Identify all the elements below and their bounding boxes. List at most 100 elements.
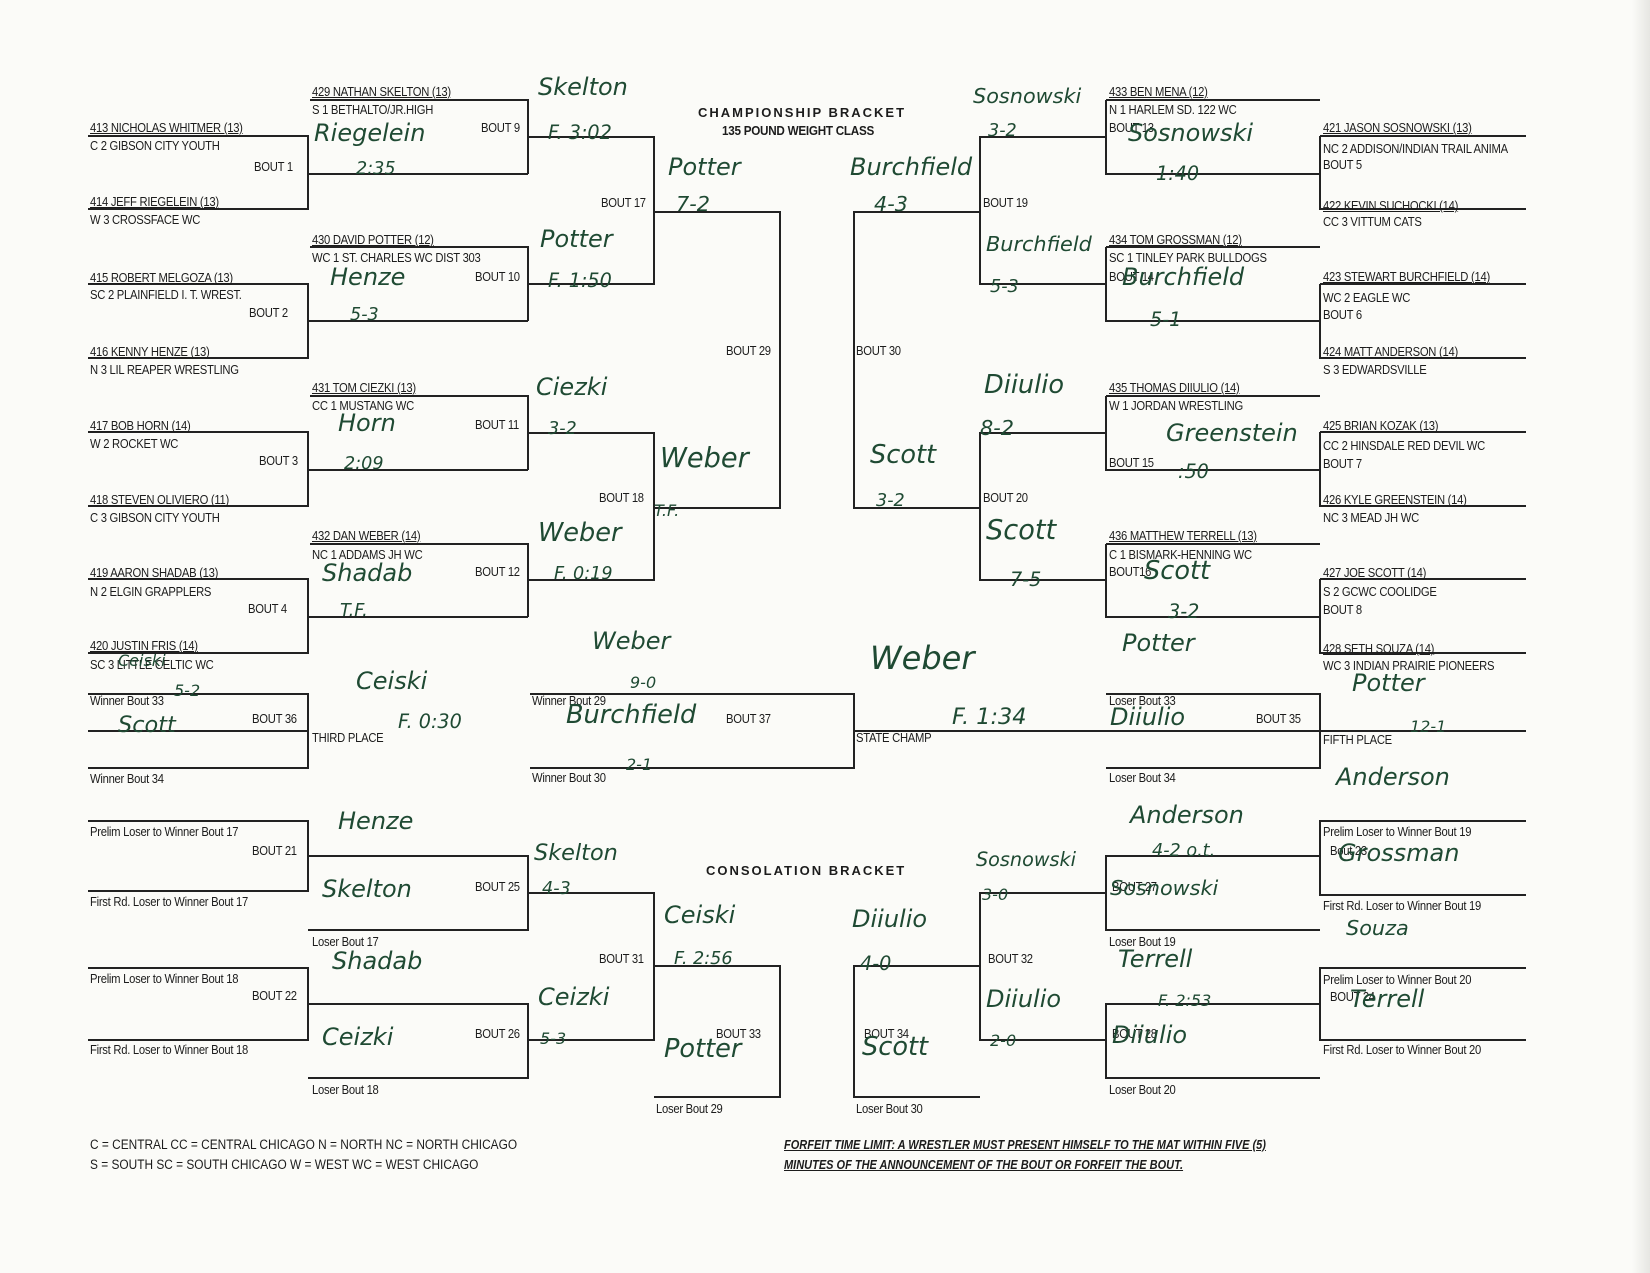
printed-label: 420 JUSTIN FRIS (14) xyxy=(90,639,198,653)
handwritten-entry: 4-3 xyxy=(874,191,908,216)
handwritten-entry: F. 0:19 xyxy=(554,564,613,585)
printed-label: Loser Bout 19 xyxy=(1109,935,1176,949)
printed-label: 413 NICHOLAS WHITMER (13) xyxy=(90,121,243,135)
printed-label: Prelim Loser to Winner Bout 20 xyxy=(1323,973,1472,987)
printed-label: BOUT 12 xyxy=(475,565,520,579)
handwritten-entry: Anderson xyxy=(1130,800,1244,829)
handwritten-entry: 2:09 xyxy=(344,454,384,475)
printed-label: 422 KEVIN SUCHOCKI (14) xyxy=(1323,199,1459,213)
printed-label: BOUT 26 xyxy=(475,1027,520,1041)
printed-label: BOUT 21 xyxy=(252,844,297,858)
printed-label: 416 KENNY HENZE (13) xyxy=(90,345,210,359)
printed-label: First Rd. Loser to Winner Bout 19 xyxy=(1323,899,1482,913)
printed-label: BOUT 14 xyxy=(1109,270,1154,284)
handwritten-entry: :50 xyxy=(1178,459,1209,483)
printed-label: Loser Bout 33 xyxy=(1109,694,1176,708)
handwritten-entry: 5-3 xyxy=(990,277,1019,298)
handwritten-entry: 3-2 xyxy=(548,419,577,440)
handwritten-entry: 2-0 xyxy=(990,1031,1017,1050)
printed-label: 417 BOB HORN (14) xyxy=(90,419,191,433)
handwritten-entry: 5-3 xyxy=(350,305,379,326)
printed-label: BOUT 36 xyxy=(252,712,297,726)
handwritten-entry: 2-1 xyxy=(626,755,653,774)
printed-label: 427 JOE SCOTT (14) xyxy=(1323,566,1427,580)
printed-label: Prelim Loser to Winner Bout 18 xyxy=(90,972,239,986)
forfeit-note-line1: FORFEIT TIME LIMIT: A WRESTLER MUST PRES… xyxy=(784,1138,1266,1152)
printed-label: BOUT 17 xyxy=(601,196,646,210)
printed-label: Loser Bout 20 xyxy=(1109,1083,1176,1097)
printed-label: 428 SETH SOUZA (14) xyxy=(1323,642,1435,656)
handwritten-entry: Potter xyxy=(1352,668,1425,697)
printed-label: 435 THOMAS DIIULIO (14) xyxy=(1109,381,1240,395)
handwritten-entry: Scott xyxy=(986,515,1057,547)
printed-label: First Rd. Loser to Winner Bout 20 xyxy=(1323,1043,1482,1057)
handwritten-entry: Sosnowski xyxy=(973,83,1082,108)
printed-label: 430 DAVID POTTER (12) xyxy=(312,233,434,247)
printed-label: BOUT 35 xyxy=(1256,712,1301,726)
handwritten-entry: 7-2 xyxy=(676,191,710,216)
handwritten-entry: Riegelein xyxy=(314,118,426,147)
printed-label: WC 2 EAGLE WC xyxy=(1323,291,1411,305)
printed-label: BOUT 11 xyxy=(475,418,519,432)
handwritten-entry: Ceiski xyxy=(118,651,166,670)
handwritten-entry: Ceiski xyxy=(356,666,428,695)
printed-label: S 3 EDWARDSVILLE xyxy=(1323,363,1427,377)
printed-label: BOUT 9 xyxy=(481,121,520,135)
handwritten-entry: Potter xyxy=(540,224,613,253)
printed-label: SC 3 LITTLE CELTIC WC xyxy=(90,658,214,672)
handwritten-entry: Diiulio xyxy=(1112,1020,1188,1049)
consolation-title: CONSOLATION BRACKET xyxy=(706,863,907,878)
handwritten-entry: F. 0:30 xyxy=(398,709,462,733)
handwritten-entry: Grossman xyxy=(1338,838,1460,867)
printed-label: BOUT 18 xyxy=(599,491,644,505)
handwritten-entry: Ciezki xyxy=(536,372,608,401)
handwritten-entry: 4-3 xyxy=(542,879,571,900)
printed-label: Loser Bout 34 xyxy=(1109,771,1176,785)
handwritten-entry: Burchfield xyxy=(566,699,697,730)
printed-label: Winner Bout 34 xyxy=(90,772,164,786)
printed-label: CC 3 VITTUM CATS xyxy=(1323,215,1422,229)
printed-label: BOUT 34 xyxy=(864,1027,909,1041)
printed-label: 429 NATHAN SKELTON (13) xyxy=(312,85,451,99)
printed-label: BOUT 7 xyxy=(1323,457,1362,471)
handwritten-entry: Skelton xyxy=(534,840,618,867)
handwritten-entry: Diiulio xyxy=(1110,702,1186,731)
printed-label: BOUT 24 xyxy=(1330,990,1375,1004)
handwritten-entry: F. 2:56 xyxy=(674,949,733,970)
printed-label: BOUT 20 xyxy=(983,491,1028,505)
printed-label: Loser Bout 29 xyxy=(656,1102,723,1116)
handwritten-entry: Skelton xyxy=(322,874,412,903)
region-legend-line1: C = CENTRAL CC = CENTRAL CHICAGO N = NOR… xyxy=(90,1137,518,1152)
printed-label: N 2 ELGIN GRAPPLERS xyxy=(90,585,212,599)
handwritten-entry: 12-1 xyxy=(1410,717,1447,736)
handwritten-entry: Scott xyxy=(1144,555,1211,586)
printed-label: 415 ROBERT MELGOZA (13) xyxy=(90,271,233,285)
handwritten-entry: 8-2 xyxy=(980,415,1014,440)
handwritten-entry: T.F. xyxy=(654,501,680,520)
handwritten-entry: Henze xyxy=(338,806,414,835)
printed-label: 426 KYLE GREENSTEIN (14) xyxy=(1323,493,1467,507)
printed-label: W 2 ROCKET WC xyxy=(90,437,179,451)
printed-label: Prelim Loser to Winner Bout 17 xyxy=(90,825,239,839)
handwritten-entry: Burchfield xyxy=(1122,262,1245,291)
printed-label: BOUT 32 xyxy=(988,952,1033,966)
printed-label: 425 BRIAN KOZAK (13) xyxy=(1323,419,1439,433)
printed-label: CC 2 HINSDALE RED DEVIL WC xyxy=(1323,439,1485,453)
printed-label: BOUT 33 xyxy=(716,1027,761,1041)
printed-label: BOUT 1 xyxy=(254,160,293,174)
handwritten-entry: Sosnowski xyxy=(1110,875,1219,900)
handwritten-entry: Scott xyxy=(870,439,937,470)
printed-label: 414 JEFF RIEGELEIN (13) xyxy=(90,195,219,209)
printed-label: N 3 LIL REAPER WRESTLING xyxy=(90,363,239,377)
printed-label: Prelim Loser to Winner Bout 19 xyxy=(1323,825,1472,839)
printed-label: C 3 GIBSON CITY YOUTH xyxy=(90,511,220,525)
handwritten-entry: Weber xyxy=(592,626,671,655)
printed-label: 434 TOM GROSSMAN (12) xyxy=(1109,233,1242,247)
handwritten-entry: Sosnowski xyxy=(976,847,1076,871)
printed-label: BOUT 31 xyxy=(599,952,644,966)
printed-label: BOUT 15 xyxy=(1109,456,1154,470)
printed-label: BOUT 29 xyxy=(726,344,771,358)
handwritten-entry: F. 1:34 xyxy=(952,704,1027,731)
